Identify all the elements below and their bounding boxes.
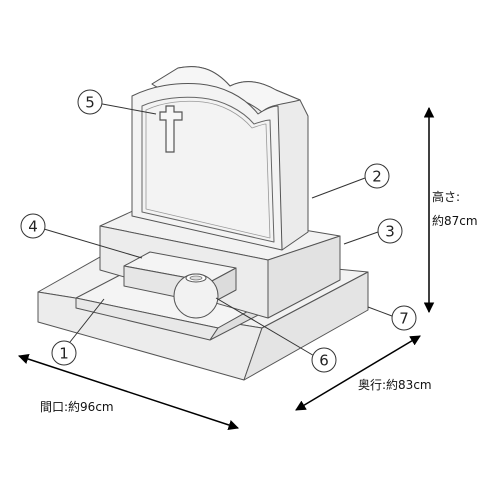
callout-4: 4 [20,213,46,239]
callout-number: 2 [372,168,382,186]
leader-line-5 [96,102,157,115]
callout-7: 7 [391,305,417,331]
height-value: 約87cm [432,214,478,228]
leader-line-3 [343,231,379,245]
leader-line-4 [43,228,143,259]
cross-icon [159,105,183,153]
callout-number: 3 [385,223,395,241]
callout-5: 5 [77,89,103,115]
leader-line-1 [69,298,105,343]
width-arrow [18,353,239,431]
callout-number: 1 [59,345,69,363]
callout-number: 4 [28,218,38,236]
height-label: 高さ: [432,190,461,204]
headstone-panel [141,96,275,243]
callout-2: 2 [364,163,390,189]
width-label: 間口:約96cm [40,400,114,414]
callout-number: 5 [85,94,95,112]
leader-line-7 [367,306,393,317]
callout-number: 6 [319,352,329,370]
leader-line-2 [311,177,366,199]
depth-label: 奥行:約83cm [358,378,432,392]
pedestal-side [267,235,341,319]
callout-3: 3 [377,218,403,244]
base-slab-side [243,271,369,381]
callout-number: 7 [399,310,409,328]
callout-1: 1 [51,340,77,366]
flower-vase [173,273,219,319]
headstone-panel-inner [145,100,271,239]
callout-6: 6 [311,347,337,373]
depth-arrow [295,335,421,411]
